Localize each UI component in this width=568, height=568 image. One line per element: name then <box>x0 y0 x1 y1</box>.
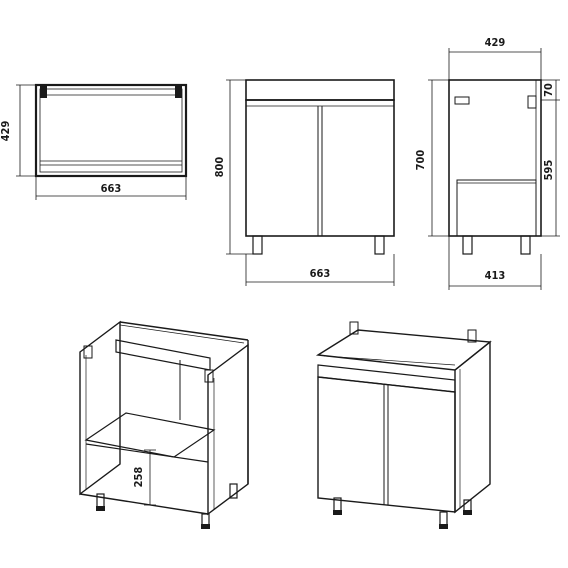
top-view-depth-label: 429 <box>0 121 12 142</box>
top-view-inner-outline <box>39 88 183 173</box>
closed-cabinet-top <box>315 329 492 371</box>
side-view-inner-height-label: 595 <box>542 160 555 181</box>
open-cabinet-leg-foot <box>96 506 105 511</box>
isometric-closed-cabinet <box>315 321 492 529</box>
top-view-bracket-left <box>40 86 47 98</box>
open-cabinet-top-rail <box>115 339 211 371</box>
front-view-height-label: 800 <box>213 157 226 178</box>
side-view-hinge <box>527 95 537 109</box>
open-cabinet-top-back-edge <box>119 321 249 341</box>
side-view-top-depth-label: 429 <box>485 36 506 49</box>
top-view-bracket-right <box>175 86 182 98</box>
side-view-body <box>448 79 542 237</box>
open-cabinet-bottom-edge <box>79 493 209 515</box>
side-view-shelf-opening <box>456 179 537 237</box>
closed-cabinet-bracket <box>467 329 477 343</box>
front-view-leg-right <box>374 235 385 255</box>
front-view-leg-left <box>252 235 263 255</box>
closed-cabinet-leg-foot <box>439 524 448 529</box>
side-view-leg-back <box>462 235 473 255</box>
open-cabinet-shelf <box>84 412 216 458</box>
open-cabinet-bracket-right <box>204 369 214 383</box>
closed-cabinet-leg-foot <box>463 510 472 515</box>
isometric-open-cabinet: 258 <box>79 320 249 529</box>
closed-cabinet-bracket <box>349 321 359 335</box>
side-view-height-label: 700 <box>414 150 427 171</box>
open-cabinet-leg-foot <box>201 524 210 529</box>
top-view: 429 663 <box>0 83 188 200</box>
top-view-outline <box>34 83 188 178</box>
closed-cabinet-leg <box>439 511 448 527</box>
open-cabinet-left-side <box>79 320 121 496</box>
open-cabinet-leg <box>96 493 105 509</box>
front-view: 800 663 <box>213 79 395 286</box>
front-view-body <box>245 99 395 237</box>
front-view-top <box>245 79 395 101</box>
closed-cabinet-leg-foot <box>333 510 342 515</box>
front-view-width-label: 663 <box>310 267 331 280</box>
open-cabinet-leg <box>229 483 238 499</box>
open-cabinet-right-side <box>207 343 249 516</box>
side-view-top-offset-label: 70 <box>542 83 555 97</box>
closed-cabinet-right-side <box>454 340 491 514</box>
open-cabinet-bracket-left <box>83 345 93 359</box>
side-view-leg-front <box>520 235 531 255</box>
top-view-width-label: 663 <box>101 182 122 195</box>
side-view: 429 700 70 595 413 <box>414 36 560 290</box>
closed-cabinet-front <box>317 376 456 513</box>
side-view-bracket <box>454 96 470 105</box>
closed-cabinet-front-rail <box>317 364 456 393</box>
open-shelf-height-label: 258 <box>132 467 145 488</box>
side-view-bottom-depth-label: 413 <box>485 269 506 282</box>
